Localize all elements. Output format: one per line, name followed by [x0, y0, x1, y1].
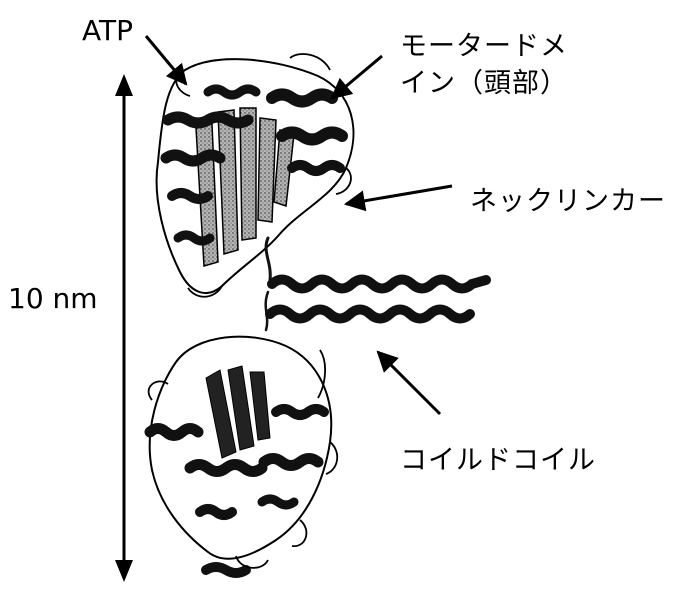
neck-linker-arrow: [346, 186, 452, 204]
neck-linker-label: ネックリンカー: [470, 185, 666, 219]
scale-label: 10 nm: [8, 282, 98, 316]
atp-arrow: [146, 36, 186, 84]
motor-domain-arrow: [332, 56, 382, 98]
coiled-coil: [266, 238, 486, 330]
motor-domain-label: モータードメ イン（頭部）: [400, 28, 568, 102]
atp-label: ATP: [82, 14, 133, 48]
coiled-coil-arrow: [378, 352, 440, 414]
scale-bar: [115, 74, 133, 582]
motor-domain-label-line2: イン（頭部）: [400, 65, 568, 102]
coiled-coil-label: コイルドコイル: [400, 444, 596, 478]
upper-motor-domain: [157, 54, 354, 297]
lower-motor-domain: [149, 337, 338, 573]
motor-domain-label-line1: モータードメ: [400, 28, 568, 65]
